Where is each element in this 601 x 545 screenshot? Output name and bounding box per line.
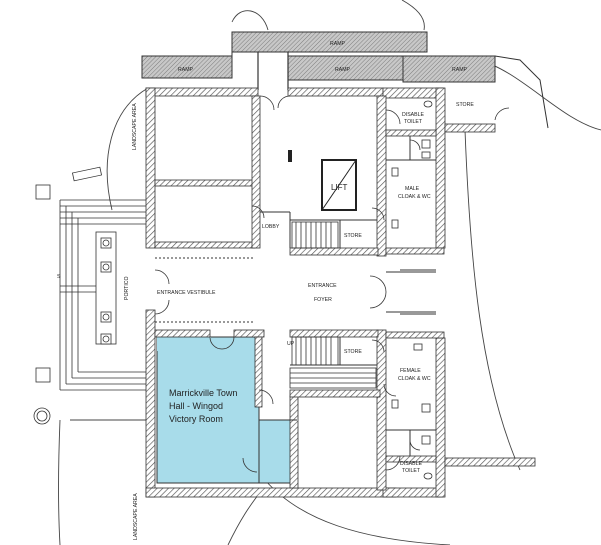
room-name-line-2: Hall - Wingod — [169, 401, 223, 411]
sanitary-fixtures — [391, 100, 433, 480]
stairs-upper — [291, 221, 339, 249]
landscape-area-label: LANDSCAPE AREA — [133, 493, 139, 540]
disable-toilet-label: DISABLE — [402, 112, 424, 118]
male-cloak-label: CLOAK & WC — [398, 194, 431, 200]
ramp-label: RAMP — [178, 67, 194, 73]
site-features — [33, 166, 103, 425]
door-swings — [154, 95, 510, 473]
disable-toilet-label: TOILET — [404, 119, 423, 125]
stairs-lower — [289, 336, 377, 389]
portico-columns — [100, 237, 112, 345]
store-label: STORE — [456, 102, 474, 108]
portico-label: PORTICO — [124, 276, 130, 300]
ramp — [141, 31, 549, 129]
stair-mark: S — [57, 274, 61, 280]
female-cloak-label: FEMALE — [400, 368, 421, 374]
stair-up-mark: UP — [287, 341, 295, 347]
landscape-area-label: LANDSCAPE AREA — [132, 103, 138, 150]
lift-shaft — [321, 159, 357, 211]
foyer-label: FOYER — [314, 297, 332, 303]
room-name-line-3: Victory Room — [169, 414, 223, 424]
disable-toilet-label: TOILET — [402, 468, 421, 474]
lobby-label: LOBBY — [262, 224, 280, 230]
entrance-label: ENTRANCE — [308, 283, 337, 289]
column — [288, 150, 292, 162]
entrance-vestibule-label: ENTRANCE VESTIBULE — [157, 290, 216, 296]
store-label: STORE — [344, 349, 362, 355]
store-label: STORE — [344, 233, 362, 239]
ramp-label: RAMP — [452, 67, 468, 73]
exterior-walls — [145, 87, 536, 498]
ramp-label: RAMP — [330, 41, 346, 47]
disable-toilet-label: DISABLE — [400, 461, 422, 467]
room-name-line-1: Marrickville Town — [169, 388, 237, 398]
female-cloak-label: CLOAK & WC — [398, 376, 431, 382]
ramp-label: RAMP — [335, 67, 351, 73]
male-cloak-label: MALE — [405, 186, 420, 192]
lift-label: LIFT — [331, 183, 348, 192]
foyer-windows — [400, 269, 436, 315]
portico-steps — [59, 199, 146, 391]
